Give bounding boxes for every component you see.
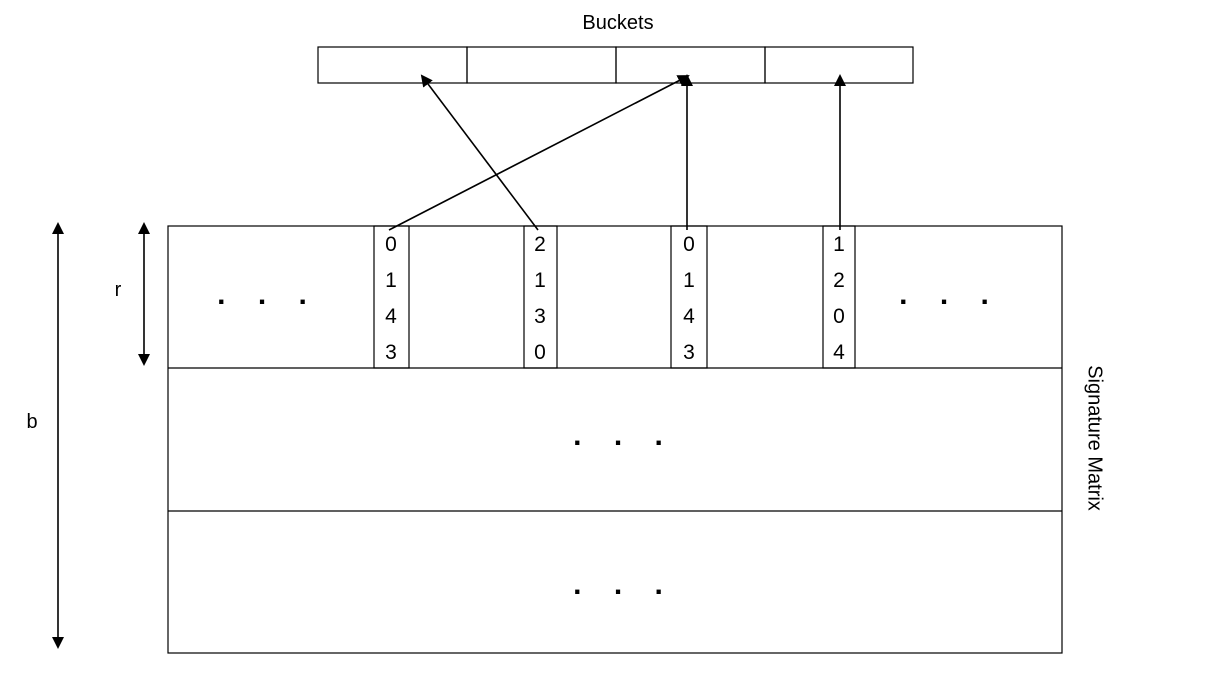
column-4-value: 4 — [833, 341, 845, 364]
ellipsis-band3: . . . — [573, 568, 675, 601]
column-3-value: 0 — [683, 233, 695, 256]
ellipsis-band1-left: . . . — [217, 278, 319, 311]
bands-count-label: b — [26, 411, 37, 433]
column-values-3: 0 1 4 3 — [683, 233, 695, 364]
column-1-value: 4 — [385, 305, 397, 328]
column-2-value: 1 — [534, 269, 546, 292]
column-3-value: 4 — [683, 305, 695, 328]
hash-arrows — [388, 74, 846, 231]
bucket-2 — [466, 46, 617, 84]
arrow-column-1-to-bucket-3 — [388, 75, 690, 231]
column-4-value: 1 — [833, 233, 845, 256]
matrix-frame — [167, 225, 1063, 654]
column-values-4: 1 2 0 4 — [833, 233, 845, 364]
column-box-3 — [670, 225, 708, 369]
column-values-2: 2 1 3 0 — [534, 233, 546, 364]
column-1-value: 1 — [385, 269, 397, 292]
signature-matrix-label: Signature Matrix — [1084, 365, 1106, 511]
ellipsis-band2: . . . — [573, 419, 675, 452]
column-3-value: 3 — [683, 341, 695, 364]
buckets-title: Buckets — [582, 12, 653, 34]
column-3-value: 1 — [683, 269, 695, 292]
band-rows-label: r — [115, 279, 122, 301]
column-2-value: 2 — [534, 233, 546, 256]
column-2-value: 3 — [534, 305, 546, 328]
signature-matrix — [167, 225, 1063, 654]
column-values-1: 0 1 4 3 — [385, 233, 397, 364]
bucket-3 — [615, 46, 766, 84]
column-box-4 — [822, 225, 856, 369]
bucket-4 — [764, 46, 914, 84]
column-box-1 — [373, 225, 410, 369]
arrow-column-2-to-bucket-1 — [420, 74, 539, 231]
bucket-1 — [317, 46, 468, 84]
column-4-value: 2 — [833, 269, 845, 292]
column-1-value: 3 — [385, 341, 397, 364]
column-box-2 — [523, 225, 558, 369]
column-4-value: 0 — [833, 305, 845, 328]
column-2-value: 0 — [534, 341, 546, 364]
bucket-row — [317, 46, 914, 84]
column-1-value: 0 — [385, 233, 397, 256]
ellipsis-band1-right: . . . — [899, 278, 1001, 311]
